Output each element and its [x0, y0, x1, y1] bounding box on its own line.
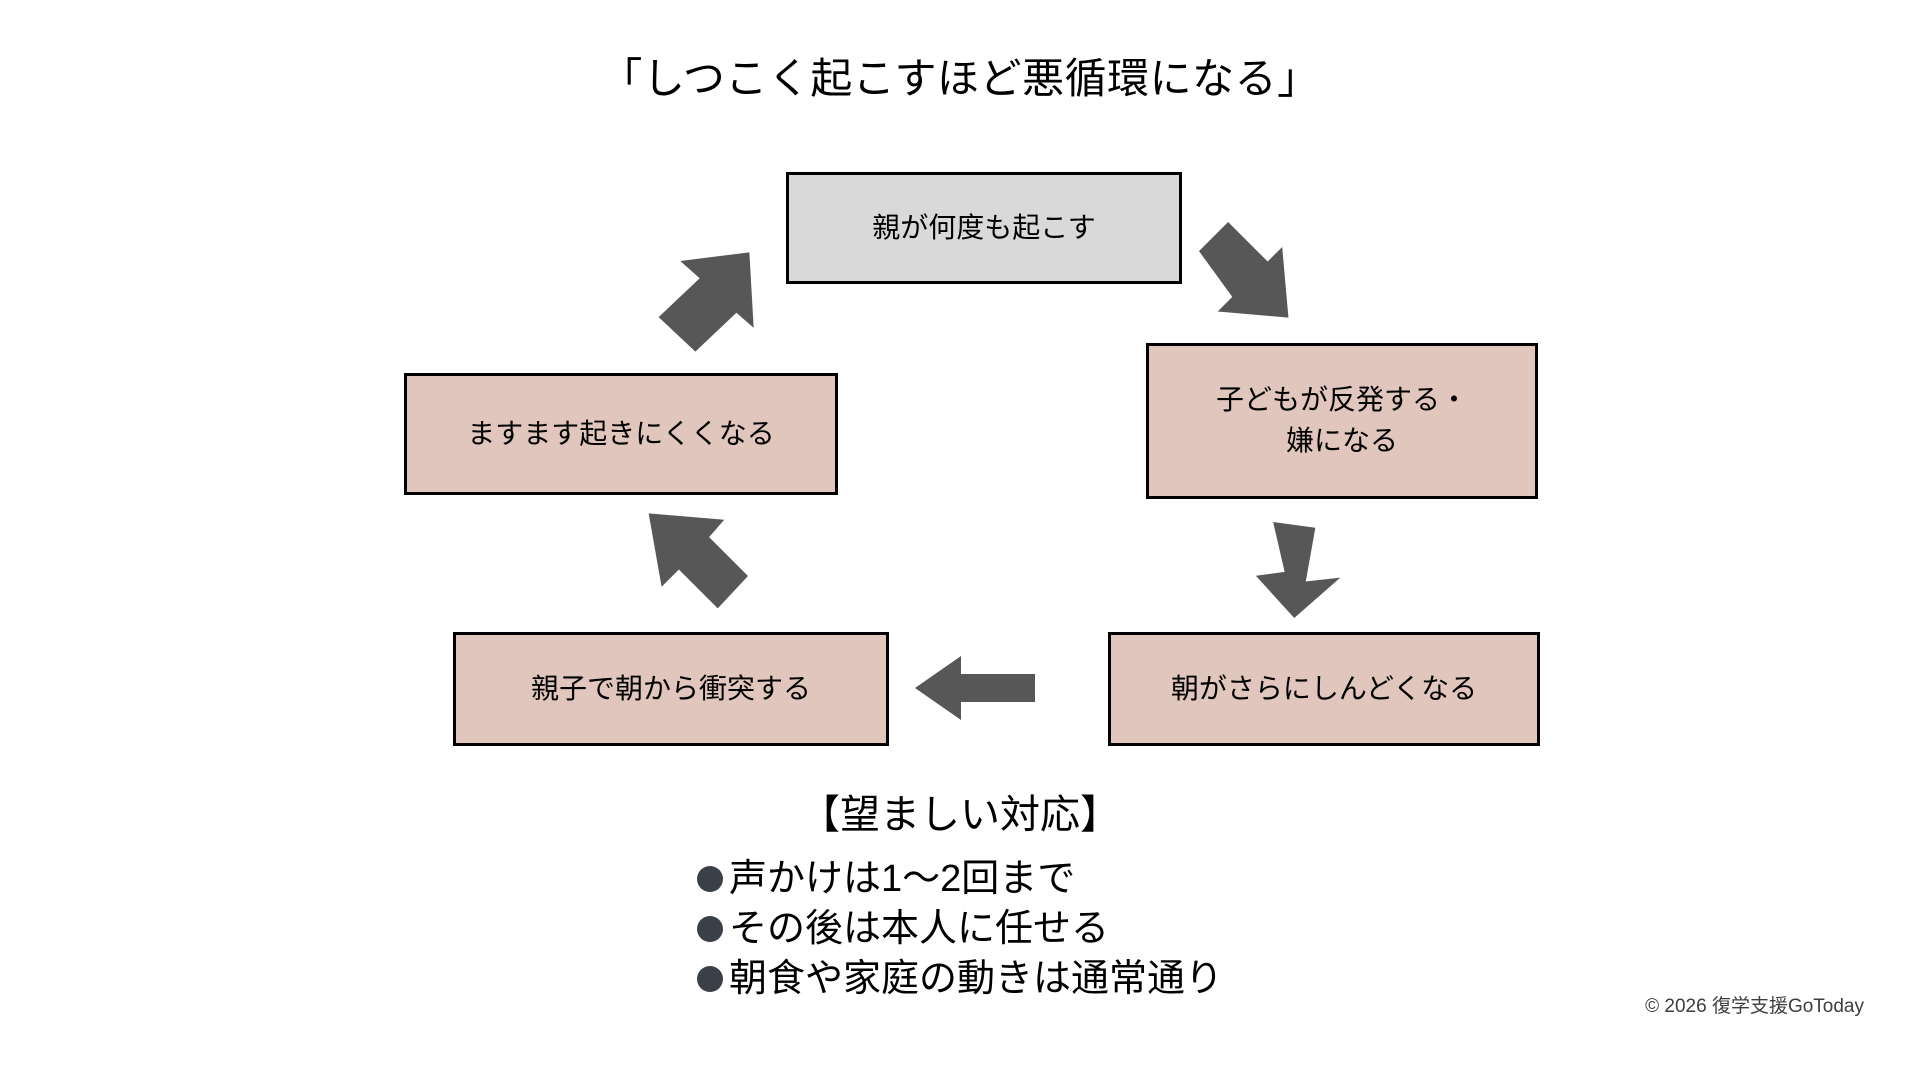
cycle-node-label: 親が何度も起こす	[872, 211, 1096, 243]
advice-list-item: 声かけは1〜2回まで	[696, 854, 1223, 904]
arrow-down-right-icon	[1196, 222, 1306, 326]
cycle-node-morning-harder: 朝がさらにしんどくなる	[1108, 632, 1540, 746]
cycle-node-label: 朝がさらにしんどくなる	[1170, 672, 1478, 704]
arrow-down-icon	[1252, 512, 1348, 628]
arrow-up-left-icon	[640, 508, 748, 618]
filled-circle-bullet-icon	[696, 866, 723, 893]
cycle-node-label: 親子で朝から衝突する	[530, 672, 811, 704]
cycle-node-label: ますます起きにくくなる	[467, 417, 775, 449]
footer-copyright: © 2026 復学支援GoToday	[1645, 996, 1864, 1017]
filled-circle-bullet-icon	[696, 966, 723, 993]
cycle-node-harder-to-wake: ますます起きにくくなる	[404, 373, 838, 495]
cycle-node-label-line1: 子どもが反発する・	[1215, 384, 1468, 416]
filled-circle-bullet-icon	[696, 916, 723, 943]
advice-item-text: 朝食や家庭の動きは通常通り	[728, 958, 1223, 1001]
arrow-left-icon	[915, 656, 1035, 720]
advice-list-item: 朝食や家庭の動きは通常通り	[696, 954, 1223, 1004]
advice-item-text: その後は本人に任せる	[728, 908, 1109, 951]
advice-item-text: 声かけは1〜2回まで	[728, 858, 1076, 900]
advice-list: 声かけは1〜2回まで その後は本人に任せる 朝食や家庭の動きは通常通り	[696, 854, 1223, 1004]
page-title: 「しつこく起こすほど悪循環になる」	[600, 55, 1320, 102]
cycle-node-label-line2: 嫌になる	[1285, 425, 1398, 456]
advice-heading: 【望ましい対応】	[800, 793, 1120, 837]
cycle-node-parent-wakes-repeatedly: 親が何度も起こす	[786, 172, 1182, 284]
arrow-up-right-icon	[650, 248, 758, 356]
advice-list-item: その後は本人に任せる	[696, 904, 1223, 954]
advice-block: 【望ましい対応】 声かけは1〜2回まで その後は本人に任せる 朝食や家庭の動きは…	[0, 790, 1920, 1004]
cycle-node-parent-child-conflict: 親子で朝から衝突する	[453, 632, 889, 746]
cycle-node-child-resists: 子どもが反発する・ 嫌になる	[1146, 343, 1538, 499]
cycle-node-label: 子どもが反発する・ 嫌になる	[1216, 380, 1468, 461]
